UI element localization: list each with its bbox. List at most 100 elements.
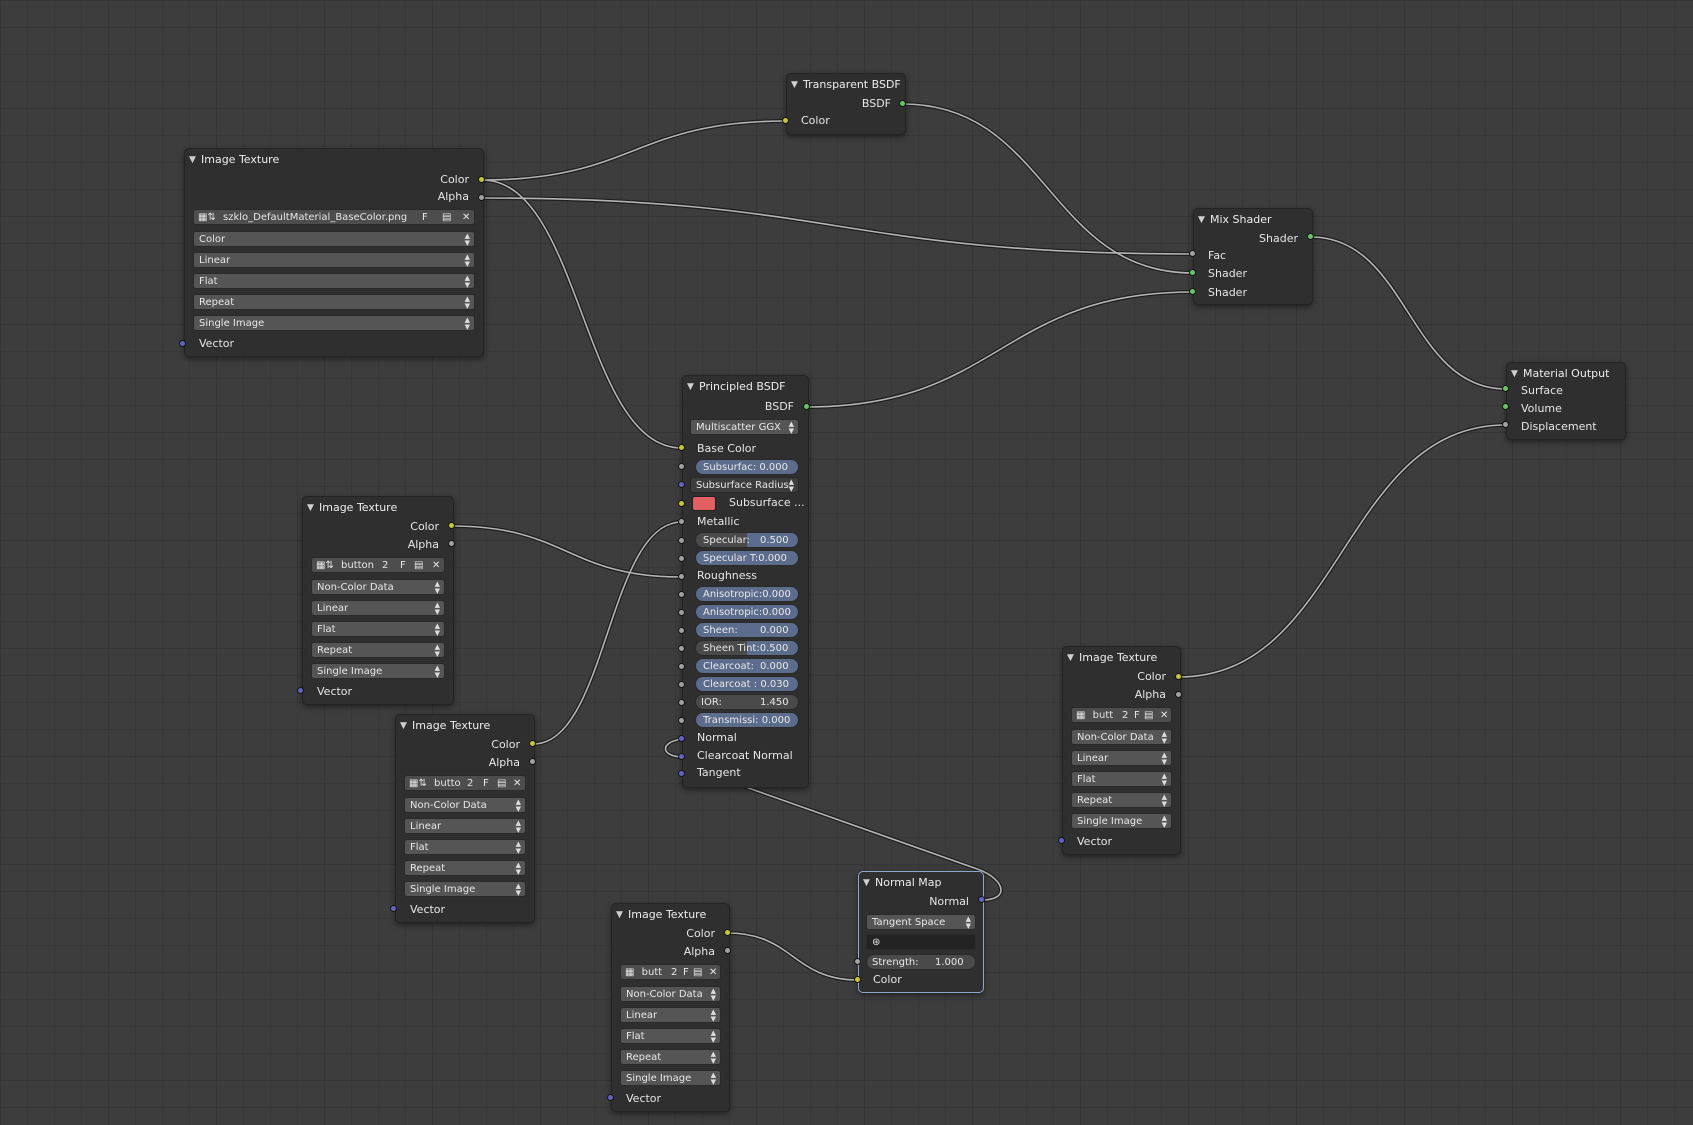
node-header[interactable]: ▼Mix Shader bbox=[1194, 209, 1312, 231]
folder-icon[interactable]: ▤ bbox=[1144, 710, 1154, 721]
socket-sheen-tint-in[interactable] bbox=[678, 645, 685, 652]
projection-dropdown[interactable]: Flat▲▼ bbox=[404, 839, 526, 855]
node-header[interactable]: ▼Image Texture bbox=[612, 904, 729, 926]
triangle-down-icon[interactable]: ▼ bbox=[1511, 369, 1518, 379]
sheen-tint-slider[interactable]: Sheen Tint:0.500 bbox=[695, 640, 799, 656]
image-texture-node-2[interactable]: ▼Image Texture Color Alpha ▦⇅ button 2 F… bbox=[302, 496, 454, 705]
node-header[interactable]: ▼Image Texture bbox=[303, 497, 453, 519]
socket-image5-vector-in[interactable] bbox=[607, 1094, 614, 1101]
socket-normalmap-color-in[interactable] bbox=[854, 976, 861, 983]
mix-shader-node[interactable]: ▼Mix Shader Shader Fac Shader Shader bbox=[1193, 208, 1313, 305]
socket-normalmap-normal-out[interactable] bbox=[978, 896, 985, 903]
color-space-dropdown[interactable]: Non-Color Data▲▼ bbox=[1071, 729, 1172, 745]
fake-user-button[interactable]: F bbox=[683, 967, 689, 978]
extension-dropdown[interactable]: Repeat▲▼ bbox=[193, 294, 475, 310]
triangle-down-icon[interactable]: ▼ bbox=[189, 155, 196, 165]
socket-image5-alpha-out[interactable] bbox=[724, 947, 731, 954]
sheen-slider[interactable]: Sheen: 0.000 bbox=[695, 622, 799, 638]
socket-principled-bsdf-out[interactable] bbox=[803, 403, 810, 410]
socket-image3-alpha-out[interactable] bbox=[529, 758, 536, 765]
color-space-dropdown[interactable]: Color▲▼ bbox=[193, 231, 475, 247]
subsurface-color-swatch[interactable] bbox=[692, 496, 716, 511]
socket-anisotropic-rotation-in[interactable] bbox=[678, 609, 685, 616]
image-texture-node-5[interactable]: ▼Image Texture Color Alpha ▦ butt 2 F ▤ … bbox=[611, 903, 730, 1112]
fake-user-button[interactable]: F bbox=[1134, 710, 1140, 721]
user-count[interactable]: 2 bbox=[1122, 710, 1129, 721]
triangle-down-icon[interactable]: ▼ bbox=[400, 721, 407, 731]
link-transparent-to-mix-shader[interactable] bbox=[902, 103, 1194, 274]
socket-clearcoat-roughness-in[interactable] bbox=[678, 681, 685, 688]
socket-image1-vector-in[interactable] bbox=[179, 340, 186, 347]
ior-field[interactable]: IOR: 1.450 bbox=[695, 694, 799, 710]
clearcoat-slider[interactable]: Clearcoat: 0.000 bbox=[695, 658, 799, 674]
clearcoat-roughness-slider[interactable]: Clearcoat : 0.030 bbox=[695, 676, 799, 692]
socket-mix-shader-out[interactable] bbox=[1307, 233, 1314, 240]
socket-volume-in[interactable] bbox=[1502, 403, 1509, 410]
user-count[interactable]: 2 bbox=[382, 560, 389, 571]
projection-dropdown[interactable]: Flat▲▼ bbox=[193, 273, 475, 289]
transparent-bsdf-node[interactable]: ▼Transparent BSDF BSDF Color bbox=[786, 73, 906, 135]
projection-dropdown[interactable]: Flat▲▼ bbox=[311, 621, 445, 637]
socket-mix-fac-in[interactable] bbox=[1189, 250, 1196, 257]
link-mix-to-surface[interactable] bbox=[1310, 236, 1507, 390]
source-dropdown[interactable]: Single Image▲▼ bbox=[311, 663, 445, 679]
specular-tint-slider[interactable]: Specular T:0.000 bbox=[695, 550, 799, 566]
close-icon[interactable]: ✕ bbox=[1160, 710, 1169, 721]
fake-user-button[interactable]: F bbox=[483, 778, 489, 789]
projection-dropdown[interactable]: Flat▲▼ bbox=[620, 1028, 721, 1044]
fake-user-button[interactable]: F bbox=[400, 560, 406, 571]
eyedropper-icon[interactable]: ⊛ bbox=[872, 937, 881, 948]
socket-image2-alpha-out[interactable] bbox=[448, 540, 455, 547]
color-space-dropdown[interactable]: Non-Color Data▲▼ bbox=[620, 986, 721, 1002]
extension-dropdown[interactable]: Repeat▲▼ bbox=[404, 860, 526, 876]
subsurface-radius-dropdown[interactable]: Subsurface Radius▲▼ bbox=[690, 477, 799, 493]
socket-clearcoat-in[interactable] bbox=[678, 663, 685, 670]
socket-mix-shader2-in[interactable] bbox=[1189, 288, 1196, 295]
socket-ior-in[interactable] bbox=[678, 699, 685, 706]
socket-displacement-in[interactable] bbox=[1502, 421, 1509, 428]
socket-clearcoat-normal-in[interactable] bbox=[678, 753, 685, 760]
strength-field[interactable]: Strength: 1.000 bbox=[866, 954, 976, 970]
socket-image3-vector-in[interactable] bbox=[390, 905, 397, 912]
socket-subsurface-radius-in[interactable] bbox=[678, 481, 685, 488]
link-normalmap-to-normal-loop[interactable] bbox=[664, 738, 683, 758]
interpolation-dropdown[interactable]: Linear▲▼ bbox=[193, 252, 475, 268]
normal-map-node[interactable]: ▼Normal Map Normal Tangent Space▲▼ ⊛ Str… bbox=[858, 871, 984, 993]
socket-transmission-in[interactable] bbox=[678, 717, 685, 724]
folder-icon[interactable]: ▤ bbox=[693, 967, 703, 978]
socket-image1-color-out[interactable] bbox=[478, 176, 485, 183]
node-header[interactable]: ▼Image Texture bbox=[185, 149, 483, 171]
triangle-down-icon[interactable]: ▼ bbox=[687, 382, 694, 392]
close-icon[interactable]: ✕ bbox=[462, 212, 471, 223]
socket-tangent-in[interactable] bbox=[678, 770, 685, 777]
image-icon[interactable]: ▦ bbox=[1076, 710, 1086, 721]
uv-map-field[interactable]: ⊛ bbox=[866, 934, 976, 950]
close-icon[interactable]: ✕ bbox=[432, 560, 441, 571]
socket-transparent-bsdf-out[interactable] bbox=[899, 100, 906, 107]
folder-icon[interactable]: ▤ bbox=[497, 778, 507, 789]
socket-image2-color-out[interactable] bbox=[448, 522, 455, 529]
image-name[interactable]: butto bbox=[434, 778, 461, 789]
fake-user-button[interactable]: F bbox=[422, 212, 428, 223]
folder-icon[interactable]: ▤ bbox=[414, 560, 424, 571]
extension-dropdown[interactable]: Repeat▲▼ bbox=[620, 1049, 721, 1065]
subsurface-slider[interactable]: Subsurfac: 0.000 bbox=[695, 459, 799, 475]
triangle-down-icon[interactable]: ▼ bbox=[791, 80, 798, 90]
anisotropic-slider[interactable]: Anisotropic:0.000 bbox=[695, 586, 799, 602]
close-icon[interactable]: ✕ bbox=[709, 967, 718, 978]
material-output-node[interactable]: ▼Material Output Surface Volume Displace… bbox=[1506, 362, 1626, 440]
image-texture-node-3[interactable]: ▼Image Texture Color Alpha ▦⇅ butto 2 F … bbox=[395, 714, 535, 923]
link-image1-color-to-transparent-color[interactable] bbox=[481, 120, 787, 181]
socket-subsurface-color-in[interactable] bbox=[678, 500, 685, 507]
color-space-dropdown[interactable]: Non-Color Data▲▼ bbox=[404, 797, 526, 813]
image-name[interactable]: butt bbox=[1092, 710, 1114, 721]
image-selector[interactable]: ▦⇅ butto 2 F ▤ ✕ bbox=[404, 775, 526, 791]
color-space-dropdown[interactable]: Non-Color Data▲▼ bbox=[311, 579, 445, 595]
triangle-down-icon[interactable]: ▼ bbox=[616, 910, 623, 920]
node-header[interactable]: ▼Image Texture bbox=[1063, 647, 1180, 669]
socket-transparent-color-in[interactable] bbox=[782, 117, 789, 124]
socket-normalmap-strength-in[interactable] bbox=[854, 958, 861, 965]
image-selector[interactable]: ▦ butt 2 F ▤ ✕ bbox=[1071, 707, 1172, 723]
socket-specular-tint-in[interactable] bbox=[678, 555, 685, 562]
node-header[interactable]: ▼Normal Map bbox=[859, 872, 983, 894]
